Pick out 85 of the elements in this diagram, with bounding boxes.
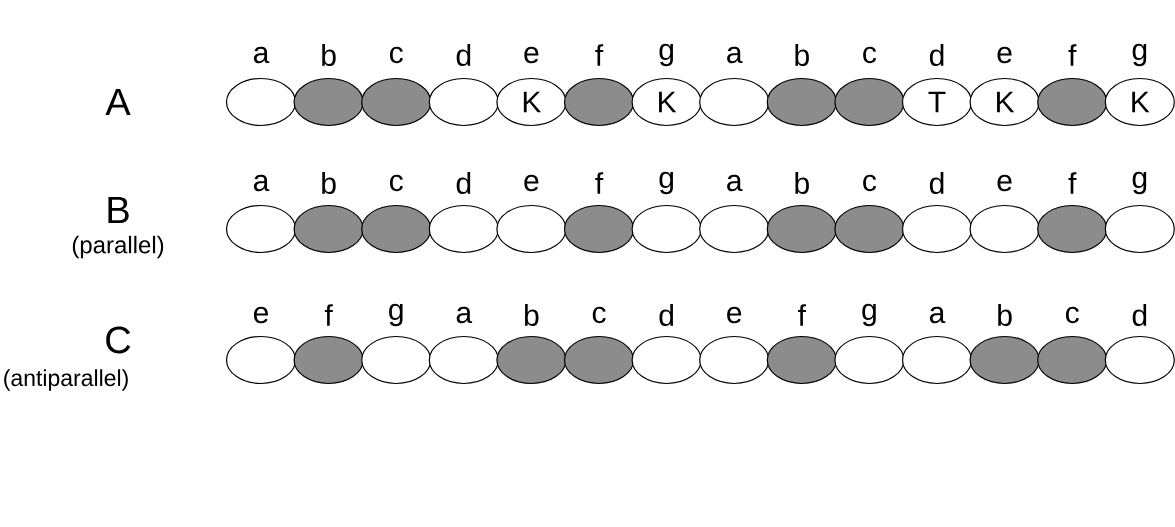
position-letter: a bbox=[253, 174, 270, 192]
position-letter: d bbox=[456, 44, 471, 66]
ellipse bbox=[225, 335, 297, 385]
position-letter: f bbox=[595, 172, 604, 194]
position-letter: d bbox=[1132, 304, 1147, 326]
ellipse bbox=[901, 335, 973, 385]
position-letter: a bbox=[456, 306, 473, 324]
ellipse bbox=[563, 77, 635, 127]
position-letter: g bbox=[389, 303, 403, 327]
ellipse bbox=[766, 335, 837, 385]
ellipse bbox=[428, 204, 499, 254]
ellipse bbox=[834, 204, 905, 254]
ellipse bbox=[1037, 204, 1108, 254]
row-note: (antiparallel) bbox=[4, 369, 128, 391]
position-letter: b bbox=[795, 44, 809, 66]
ellipse bbox=[901, 204, 973, 254]
ellipse bbox=[1037, 77, 1108, 127]
position-letter: a bbox=[727, 46, 743, 64]
ellipse bbox=[225, 204, 297, 254]
position-letter: e bbox=[997, 174, 1012, 192]
position-letter: d bbox=[456, 172, 471, 194]
position-letter: e bbox=[524, 174, 539, 192]
position-letter: e bbox=[524, 46, 539, 64]
ellipse bbox=[563, 335, 635, 385]
position-letter: f bbox=[595, 44, 604, 66]
row-note: (parallel) bbox=[72, 235, 164, 259]
position-letter: g bbox=[1132, 171, 1147, 195]
ellipse bbox=[293, 335, 364, 385]
position-letter: d bbox=[929, 44, 944, 66]
ellipse bbox=[496, 204, 567, 254]
position-letter: c bbox=[863, 174, 877, 192]
row-label: C bbox=[106, 326, 131, 354]
ellipse bbox=[699, 204, 770, 254]
ellipse bbox=[361, 204, 432, 254]
position-letter: f bbox=[1068, 172, 1077, 194]
position-letter: f bbox=[1068, 44, 1077, 66]
position-letter: g bbox=[862, 303, 876, 327]
position-letter: e bbox=[727, 306, 742, 324]
position-letter: f bbox=[324, 304, 333, 326]
ellipse bbox=[1104, 204, 1175, 254]
ellipse bbox=[1037, 335, 1108, 385]
ellipse bbox=[699, 335, 770, 385]
position-letter: g bbox=[1132, 43, 1147, 67]
ellipse bbox=[631, 204, 702, 254]
ellipse bbox=[361, 77, 432, 127]
row-label: B bbox=[108, 196, 129, 224]
ellipse bbox=[563, 204, 635, 254]
ellipse bbox=[969, 335, 1040, 385]
position-letter: c bbox=[390, 46, 403, 64]
position-letter: a bbox=[253, 46, 270, 64]
ellipse bbox=[766, 204, 837, 254]
position-letter: c bbox=[390, 174, 403, 192]
ellipse bbox=[766, 77, 837, 127]
position-letter: e bbox=[253, 306, 268, 324]
position-letter: g bbox=[659, 43, 673, 67]
ellipse bbox=[225, 77, 297, 127]
ellipse bbox=[631, 335, 702, 385]
ellipse bbox=[293, 77, 364, 127]
ellipse bbox=[428, 335, 499, 385]
ellipse bbox=[496, 335, 567, 385]
position-letter: b bbox=[322, 44, 336, 66]
ellipse bbox=[699, 77, 770, 127]
node-label: K bbox=[1132, 91, 1150, 113]
ellipse bbox=[834, 335, 905, 385]
row-label: A bbox=[105, 88, 131, 116]
ellipse bbox=[1104, 335, 1175, 385]
position-letter: f bbox=[798, 304, 806, 326]
position-letter: d bbox=[929, 172, 944, 194]
position-letter: c bbox=[592, 306, 606, 324]
position-letter: a bbox=[929, 306, 946, 324]
position-letter: b bbox=[525, 304, 539, 326]
ellipse bbox=[361, 335, 432, 385]
position-letter: c bbox=[863, 46, 877, 64]
position-letter: a bbox=[727, 174, 743, 192]
position-letter: b bbox=[322, 172, 336, 194]
position-letter: c bbox=[1065, 306, 1079, 324]
ellipse bbox=[428, 77, 499, 127]
position-letter: b bbox=[795, 172, 809, 194]
position-letter: e bbox=[997, 46, 1012, 64]
ellipse bbox=[969, 204, 1040, 254]
position-letter: g bbox=[659, 171, 673, 195]
ellipse bbox=[293, 204, 364, 254]
position-letter: d bbox=[659, 304, 673, 326]
position-letter: b bbox=[998, 304, 1012, 326]
ellipse bbox=[834, 77, 905, 127]
